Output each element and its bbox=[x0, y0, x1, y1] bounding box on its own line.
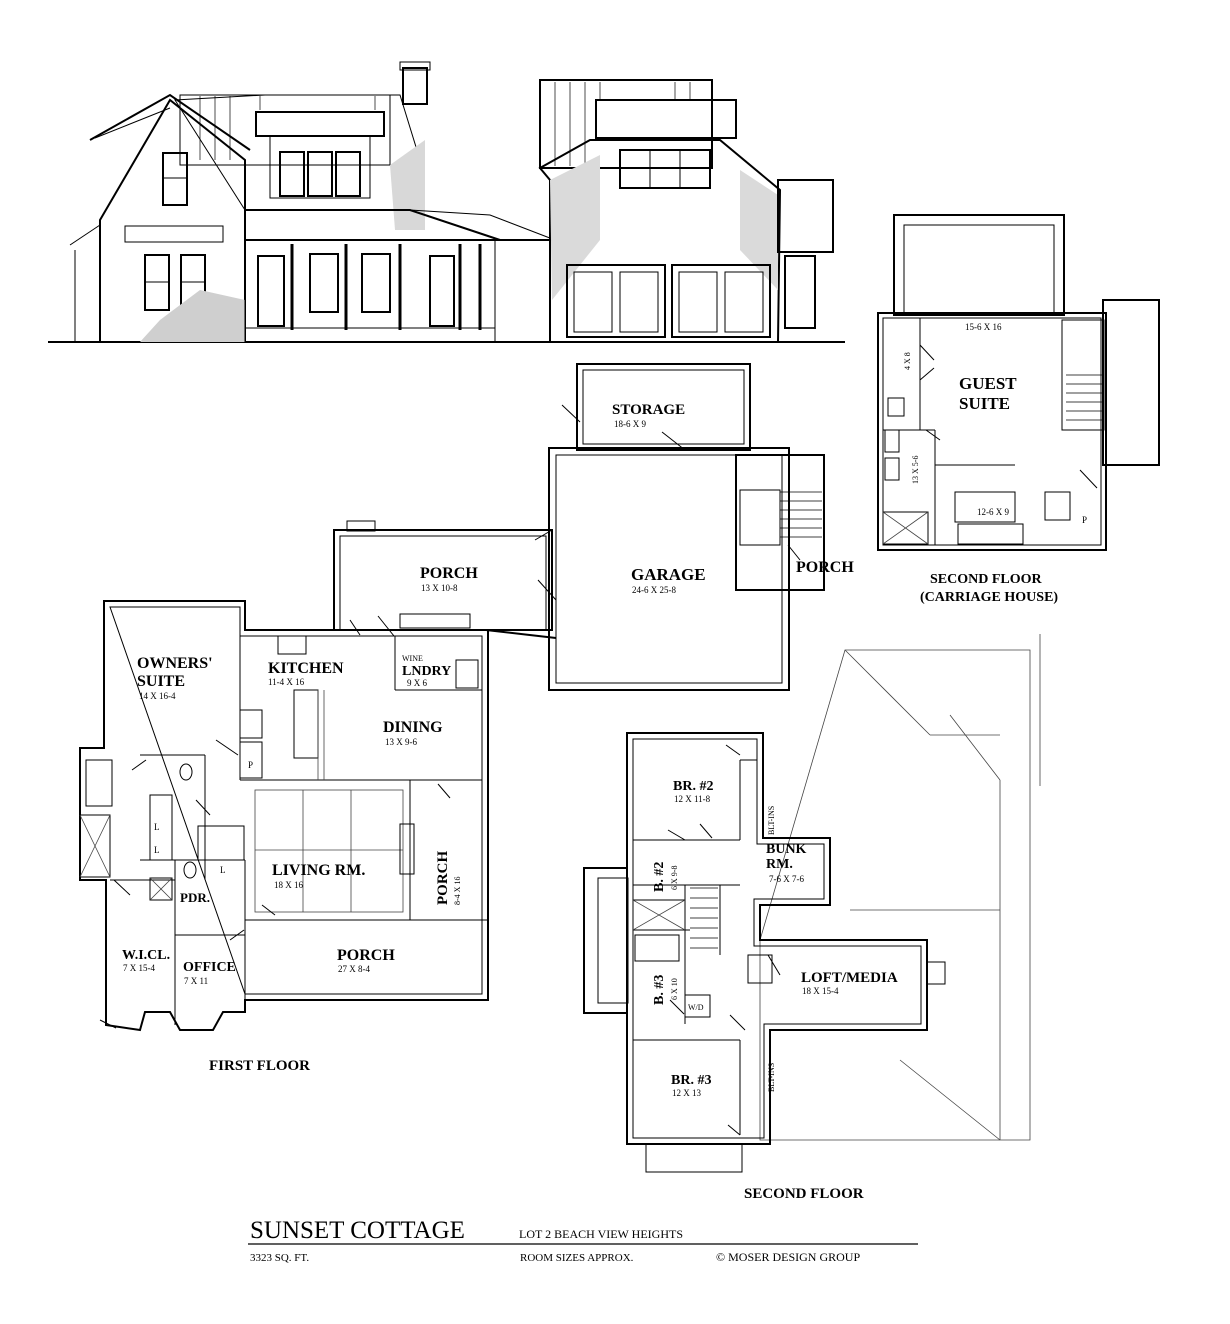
living-size: 18 X 16 bbox=[274, 880, 303, 890]
porch-side-size: 8-4 X 16 bbox=[453, 877, 462, 905]
bath2-size: 6 X 9-8 bbox=[670, 866, 679, 890]
porch-garage-label: PORCH bbox=[796, 559, 854, 576]
carriage-floor-subtitle: (CARRIAGE HOUSE) bbox=[920, 590, 1058, 605]
carriage-bath-size: 13 X 5-6 bbox=[911, 456, 920, 484]
porch-front-label: PORCH bbox=[337, 947, 395, 964]
guest-size: 15-6 X 16 bbox=[965, 322, 1002, 332]
kitchen-label: KITCHEN bbox=[268, 660, 344, 677]
garage-label: GARAGE bbox=[631, 565, 706, 584]
porch-side-label: PORCH bbox=[435, 851, 451, 905]
bunk-size: 7-6 X 7-6 bbox=[769, 874, 804, 884]
second-floor-plan bbox=[583, 634, 1041, 1173]
laundry-label: LNDRY bbox=[402, 664, 451, 679]
room-sizes-note: ROOM SIZES APPROX. bbox=[520, 1252, 634, 1264]
first-floor-title: FIRST FLOOR bbox=[209, 1058, 310, 1074]
wic-label: W.I.CL. bbox=[122, 948, 170, 963]
copyright: © MOSER DESIGN GROUP bbox=[716, 1250, 860, 1264]
bunk-label-1: BUNK bbox=[766, 842, 807, 857]
room-labels: STORAGE 18-6 X 9 GARAGE 24-6 X 25-8 PORC… bbox=[122, 322, 1087, 1202]
office-size: 7 X 11 bbox=[184, 976, 208, 986]
owners-size: 14 X 16-4 bbox=[139, 691, 176, 701]
owners-label-2: SUITE bbox=[137, 673, 185, 690]
square-footage: 3323 SQ. FT. bbox=[250, 1252, 309, 1264]
pantry-mark-2: P bbox=[1082, 515, 1087, 525]
loft-label: LOFT/MEDIA bbox=[801, 970, 898, 986]
pantry-mark: P bbox=[248, 760, 253, 770]
bath2-label: B. #2 bbox=[652, 862, 667, 892]
lot-label: LOT 2 BEACH VIEW HEIGHTS bbox=[519, 1227, 683, 1241]
carriage-closet-size: 4 X 8 bbox=[903, 352, 912, 370]
linen-mark-1: L bbox=[154, 822, 160, 832]
carriage-floor-title: SECOND FLOOR bbox=[930, 572, 1043, 587]
washer-dryer-mark: W/D bbox=[688, 1003, 704, 1012]
storage-label: STORAGE bbox=[612, 402, 685, 418]
carriage-house-plan bbox=[877, 214, 1160, 551]
dining-label: DINING bbox=[383, 719, 443, 736]
wine-label: WINE bbox=[402, 654, 423, 663]
bltins-lower: BLT-INS bbox=[767, 1063, 776, 1092]
wic-size: 7 X 15-4 bbox=[123, 963, 155, 973]
garage-size: 24-6 X 25-8 bbox=[632, 585, 676, 595]
first-floor-plan bbox=[79, 520, 557, 1032]
kitchen-size: 11-4 X 16 bbox=[268, 677, 305, 687]
porch-back-label: PORCH bbox=[420, 565, 478, 582]
title-block: SUNSET COTTAGE LOT 2 BEACH VIEW HEIGHTS … bbox=[248, 1217, 918, 1264]
br2-size: 12 X 11-8 bbox=[674, 794, 711, 804]
office-label: OFFICE bbox=[183, 960, 236, 975]
garage-plan bbox=[534, 363, 825, 691]
dining-size: 13 X 9-6 bbox=[385, 737, 417, 747]
linen-mark-3: L bbox=[220, 865, 226, 875]
porch-front-size: 27 X 8-4 bbox=[338, 964, 370, 974]
bltins-upper: BLT-INS bbox=[767, 806, 776, 835]
loft-size: 18 X 15-4 bbox=[802, 986, 839, 996]
porch-back-size: 13 X 10-8 bbox=[421, 583, 458, 593]
storage-size: 18-6 X 9 bbox=[614, 419, 646, 429]
bath3-label: B. #3 bbox=[652, 975, 667, 1005]
br3-size: 12 X 13 bbox=[672, 1088, 701, 1098]
carriage-kitchen-size: 12-6 X 9 bbox=[977, 507, 1009, 517]
bath3-size: 6 X 10 bbox=[670, 978, 679, 1000]
br3-label: BR. #3 bbox=[671, 1073, 711, 1088]
guest-label-1: GUEST bbox=[959, 374, 1017, 393]
linen-mark-2: L bbox=[154, 845, 160, 855]
br2-label: BR. #2 bbox=[673, 779, 713, 794]
owners-label-1: OWNERS' bbox=[137, 655, 213, 672]
living-label: LIVING RM. bbox=[272, 862, 365, 879]
laundry-size: 9 X 6 bbox=[407, 678, 427, 688]
pdr-label: PDR. bbox=[180, 890, 210, 905]
second-floor-title: SECOND FLOOR bbox=[744, 1186, 864, 1202]
front-elevation bbox=[48, 61, 845, 343]
project-name: SUNSET COTTAGE bbox=[250, 1217, 465, 1244]
bunk-label-2: RM. bbox=[766, 857, 793, 872]
guest-label-2: SUITE bbox=[959, 394, 1010, 413]
